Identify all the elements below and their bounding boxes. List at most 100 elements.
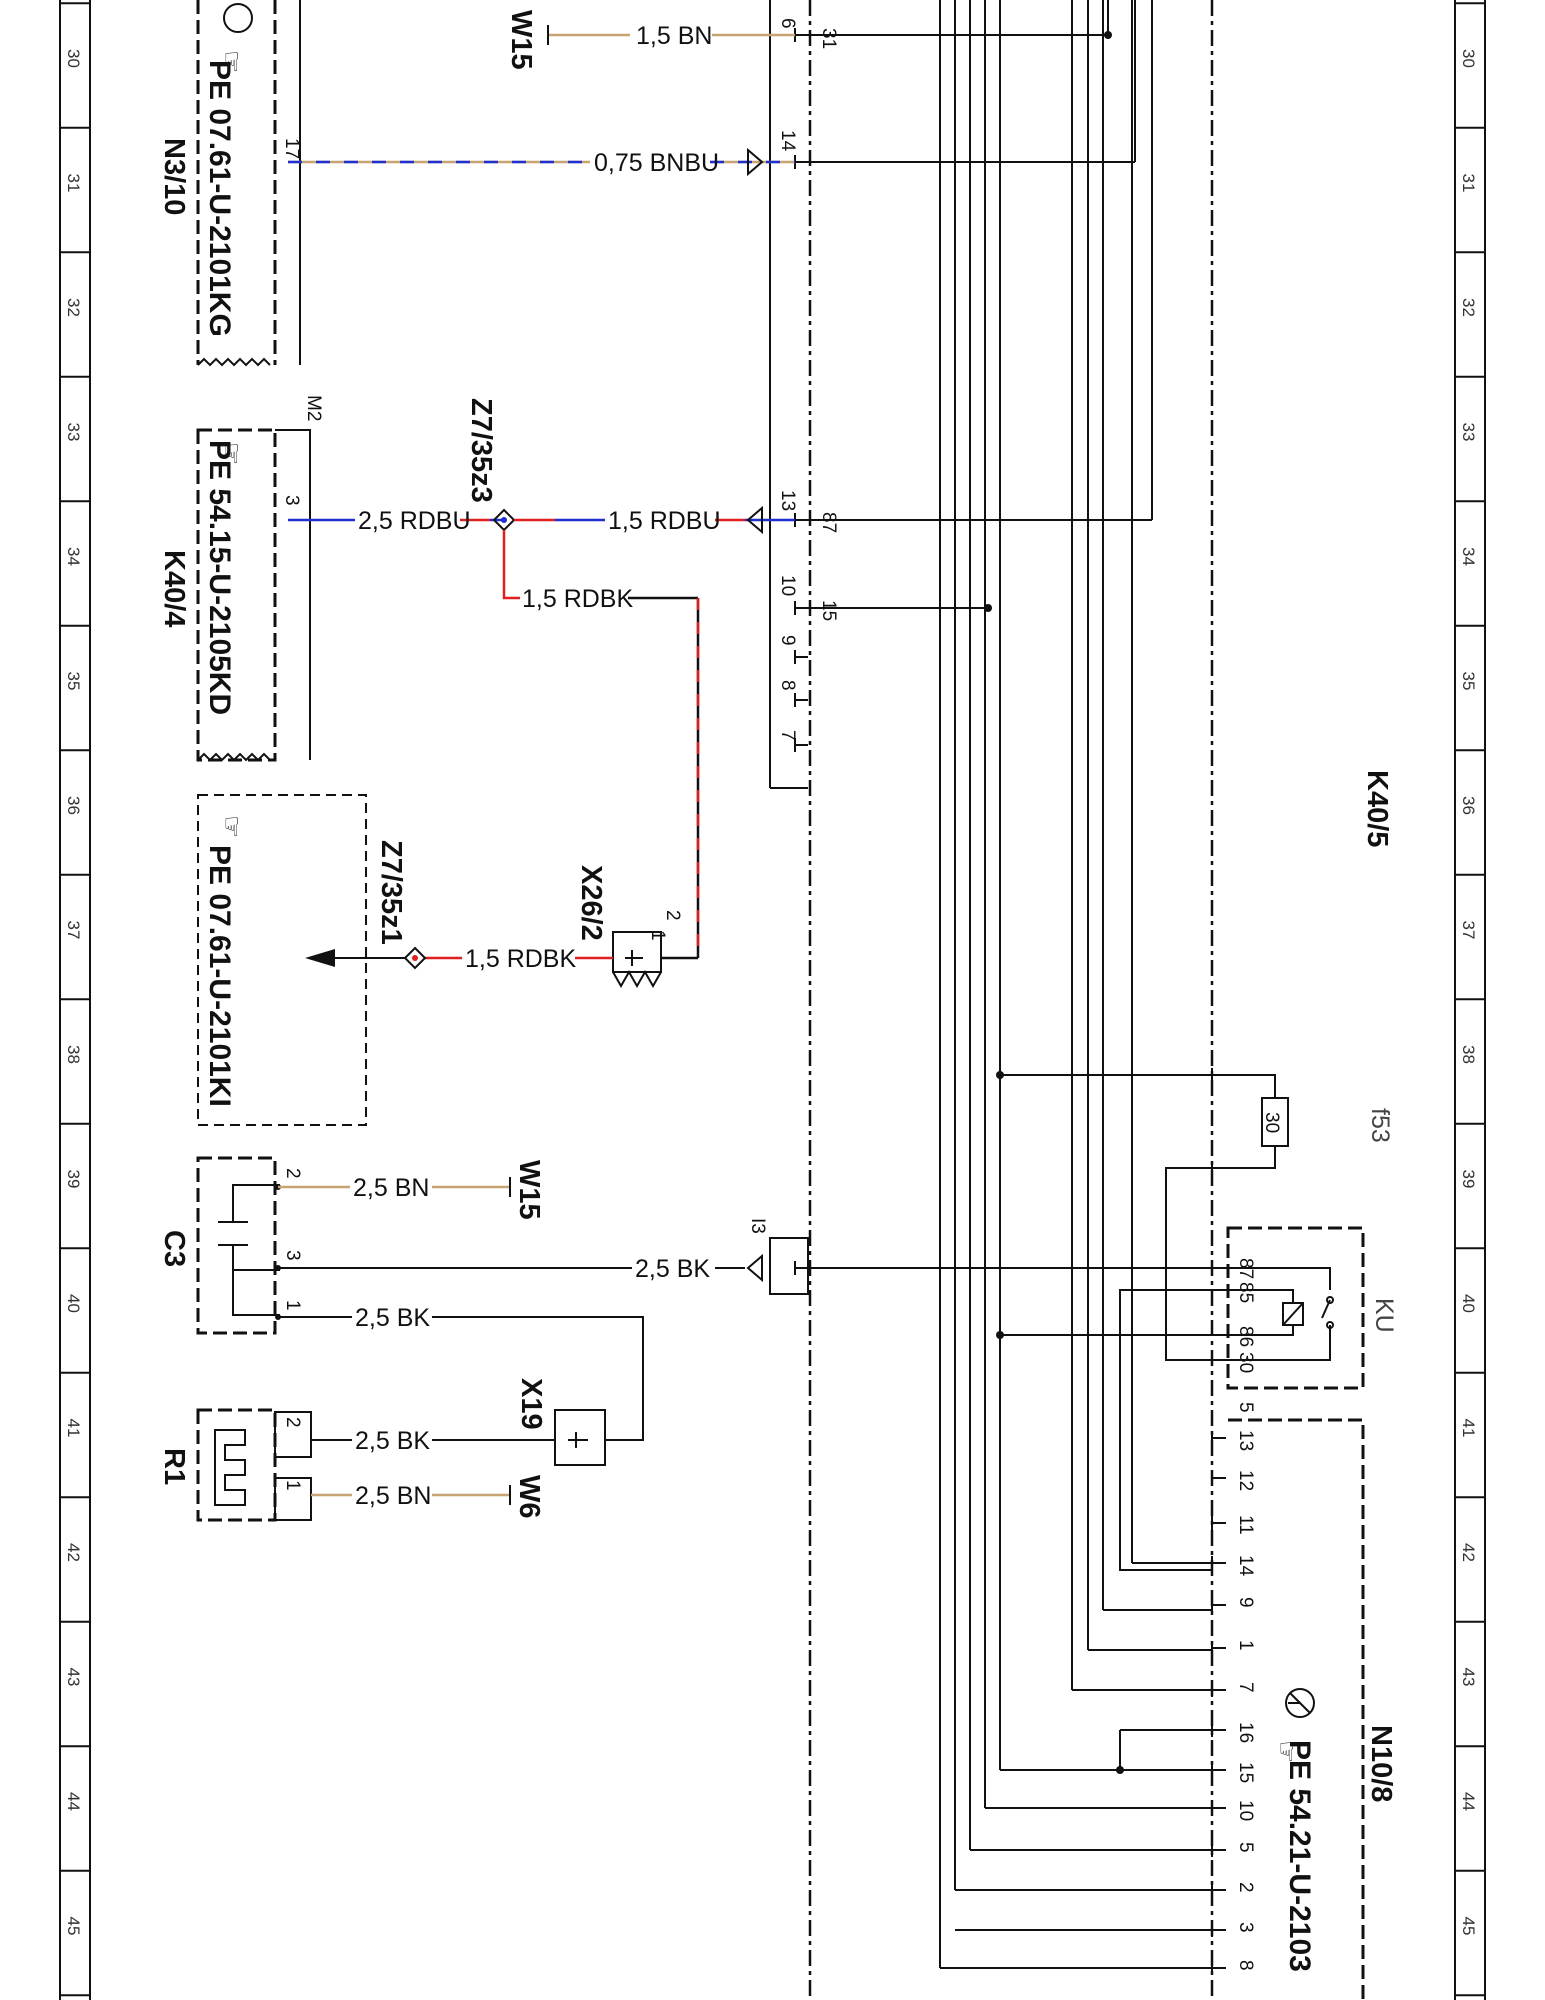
pin-9: 9 (777, 635, 798, 646)
connector-wires (808, 31, 1212, 1269)
n10-8-pin-group: 5 (1235, 1402, 1256, 1413)
n10-8-pin: 16 (1235, 1722, 1256, 1743)
ku-label: KU (1370, 1298, 1398, 1333)
point-w6: W6 (513, 1475, 545, 1519)
splice-label-z7-35z1: Z7/35z1 (375, 840, 407, 945)
grid-row-number: 45 (1459, 1917, 1478, 1936)
grid-row-number: 40 (1459, 1294, 1478, 1313)
grid-row-number: 39 (1459, 1170, 1478, 1189)
wire-label-11: 2,5 BN (355, 1482, 431, 1510)
grid-row-number: 36 (64, 796, 83, 815)
connector-x26-2: 2 1 X26/2 (575, 865, 683, 989)
grid-row-number: 33 (1459, 423, 1478, 442)
fuse-rating: 30 (1261, 1112, 1282, 1133)
grid-row-number: 36 (1459, 796, 1478, 815)
grid-row-number: 37 (64, 921, 83, 940)
grid-row-number: 38 (64, 1045, 83, 1064)
k40-5-label: K40/5 (1361, 770, 1393, 847)
grid-row-number: 41 (64, 1419, 83, 1438)
wire-w6: 2,5 BN W6 (311, 1475, 545, 1519)
connector-terminals (794, 28, 808, 1275)
grid-row-number: 31 (64, 174, 83, 193)
pin-13: 13 (777, 490, 798, 511)
wire-label-8: 2,5 BK (635, 1255, 710, 1283)
n10-8-pin: 15 (1235, 1762, 1256, 1783)
grid-row-number: 43 (64, 1668, 83, 1687)
connector-right-pins: 31 87 15 (818, 28, 839, 621)
wire-label-2: 0,75 BNBU (594, 149, 719, 177)
wire-label-1: 1,5 BN (636, 22, 712, 50)
wire-w15-mid: 2,5 BN W15 (278, 1160, 545, 1220)
n10-8-terminal (1211, 1683, 1226, 1697)
n10-8-terminal (1211, 1843, 1226, 1857)
pin-8: 8 (777, 680, 798, 691)
pin-i3: I3 (747, 1218, 768, 1234)
component-c3: 2 3 1 C3 (158, 1156, 303, 1335)
n10-8-terminal (1211, 1883, 1226, 1897)
grid-row-number: 42 (64, 1543, 83, 1562)
splice-label-z7-35z3: Z7/35z3 (465, 398, 497, 503)
n10-8-pin: 1 (1235, 1640, 1256, 1651)
n10-8-terminal (1211, 1641, 1226, 1655)
component-k40-4: M2 3 PE 54.15-U-2105KD K40/4 ☞ (158, 395, 324, 762)
grid-row-number: 30 (64, 49, 83, 68)
pin-14: 14 (777, 130, 798, 152)
c3-pin-3: 3 (282, 1250, 303, 1261)
wire-label-10: 2,5 BK (355, 1427, 430, 1455)
n10-8-pin: 12 (1235, 1470, 1256, 1491)
grid-row-number: 38 (1459, 1045, 1478, 1064)
relay-ku: 87 85 86 30 KU (1212, 1226, 1398, 1390)
n10-8-label: N10/8 (1365, 1725, 1397, 1802)
pin-10: 10 (777, 575, 798, 596)
pin-7: 7 (777, 730, 798, 741)
grid-row-number: 45 (64, 1917, 83, 1936)
n10-8-doc-ref: PE 54.21-U-2103 (1283, 1740, 1316, 1972)
grid-row-number: 43 (1459, 1668, 1478, 1687)
pin-87: 87 (818, 512, 839, 533)
grid-row-number: 44 (1459, 1792, 1478, 1811)
n3-10-doc-ref: PE 07.61-U-2101KG (203, 60, 236, 337)
n3-10-label: N3/10 (158, 138, 190, 215)
grid-row-number: 30 (1459, 49, 1478, 68)
grid-row-number: 34 (1459, 547, 1478, 566)
ku-pin-86: 86 (1235, 1326, 1256, 1347)
n10-8-terminal (1211, 1516, 1226, 1530)
k40-4-pin: 3 (281, 495, 302, 506)
n10-8-terminal (1211, 1763, 1226, 1777)
grid-row-number: 31 (1459, 174, 1478, 193)
splice-z7-35z3: Z7/35z3 (465, 398, 516, 532)
n10-8-terminal (1211, 1923, 1226, 1937)
pe-ki-doc-ref: PE 07.61-U-2101KI (203, 845, 236, 1107)
connector-left-pins: 6 14 13 10 9 8 7 I3 (747, 18, 798, 1234)
pin-15: 15 (818, 600, 839, 621)
n10-8-terminal (1211, 1431, 1226, 1445)
r1-pin-1: 1 (282, 1480, 303, 1491)
n10-8-pin: 5 (1235, 1842, 1256, 1853)
c3-label: C3 (158, 1230, 190, 1267)
grid-row-number: 37 (1459, 921, 1478, 940)
wire-rdbu-15: 1,5 RDBU (514, 505, 795, 535)
wire-rdbk-15-b: 1,5 RDBK Z7/35z1 (305, 840, 613, 973)
n10-8-pin: 2 (1235, 1882, 1256, 1893)
k40-4-doc-ref: PE 54.15-U-2105KD (203, 440, 236, 715)
f53-label: f53 (1366, 1108, 1394, 1143)
ku-pin-30: 30 (1235, 1352, 1256, 1373)
grid-row-number: 39 (64, 1170, 83, 1189)
hand-pointer-icon: ☞ (1272, 1740, 1302, 1763)
wire-bk-x19-b: 2,5 BK (311, 1427, 555, 1455)
hand-pointer-icon: ☞ (217, 815, 247, 838)
r1-label: R1 (158, 1448, 190, 1485)
grid-row-number: 34 (64, 547, 83, 566)
wire-label-3: 2,5 RDBU (358, 507, 471, 535)
component-n3-10: 17 PE 07.61-U-2101KG N3/10 ☞ (158, 0, 302, 367)
n10-8-pin: 14 (1235, 1555, 1256, 1577)
k40-4-pin-m2: M2 (303, 395, 324, 421)
hand-pointer-icon: ☞ (217, 50, 247, 73)
connector-block (769, 0, 809, 1295)
connector-x19: X19 (515, 1378, 606, 1466)
wire-label-9: 2,5 BK (355, 1304, 430, 1332)
n10-8-pin: 10 (1235, 1800, 1256, 1821)
